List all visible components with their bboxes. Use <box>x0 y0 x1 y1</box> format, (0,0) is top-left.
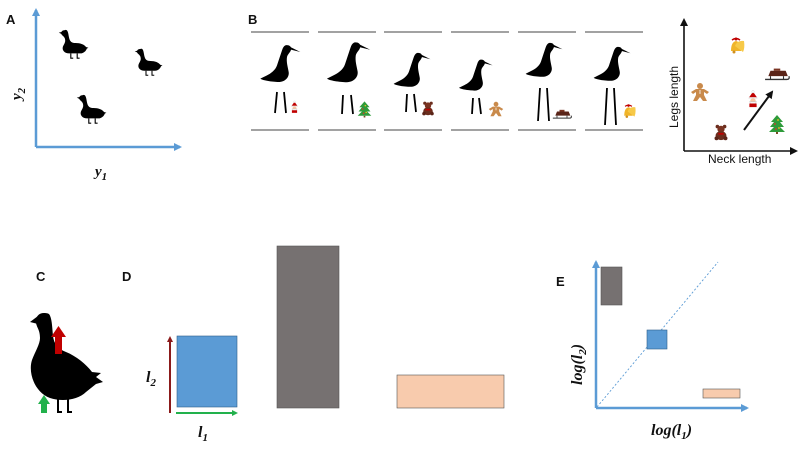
panel-a-label: A <box>6 12 16 27</box>
leg-arrow <box>38 395 50 413</box>
gingerbread-icon <box>488 101 504 117</box>
stilt-bird-icon <box>393 52 431 87</box>
stilt-bird-icon <box>593 46 631 81</box>
gray-rectangle <box>600 266 623 306</box>
stilt-bird-icon <box>260 45 301 82</box>
blue-rectangle <box>176 335 238 408</box>
stilt-bird-icon <box>327 42 371 83</box>
goose-icon <box>30 313 103 413</box>
sleigh-icon <box>764 67 790 81</box>
bird-card <box>518 31 576 131</box>
panel-e-label: E <box>556 274 565 289</box>
trend-arrow <box>743 90 774 131</box>
tree-icon <box>357 101 372 118</box>
panel-c: C <box>30 269 103 413</box>
bird-card <box>451 31 509 131</box>
l2-label: l2 <box>146 369 156 389</box>
panel-a-x-axis-label: y1 <box>93 164 107 183</box>
panel-e-x-label: log(l1) <box>651 422 692 442</box>
panel-d: D l2 l1 <box>122 245 505 444</box>
sleigh-icon <box>552 109 572 119</box>
bird-card <box>384 31 442 131</box>
neck-arrow <box>51 326 66 354</box>
stilt-bird-icon <box>525 42 563 77</box>
teddy-bear-icon <box>422 101 434 116</box>
panel-d-label: D <box>122 269 131 284</box>
scatter-y-label: Legs length <box>667 66 681 128</box>
goose-icon <box>134 48 164 76</box>
panel-a: A y1 y2 <box>6 8 182 183</box>
bell-icon <box>623 103 637 119</box>
santa-icon <box>290 100 299 114</box>
bird-card <box>585 31 643 131</box>
l1-label: l1 <box>198 424 208 444</box>
teddy-bear-icon <box>714 124 728 141</box>
panel-a-y-axis-label: y2 <box>9 87 28 102</box>
panel-b-label: B <box>248 12 257 27</box>
peach-rectangle <box>396 374 505 409</box>
panel-b-scatter: Neck length Legs length <box>667 18 798 166</box>
gray-rectangle <box>276 245 340 409</box>
bird-card <box>251 31 309 131</box>
panel-b: B <box>248 12 798 166</box>
bell-icon <box>730 36 746 55</box>
peach-rectangle <box>702 388 741 399</box>
bird-card <box>318 31 376 131</box>
blue-square <box>646 329 668 350</box>
goose-icon <box>58 29 90 59</box>
stilt-bird-icon <box>459 59 493 91</box>
panel-c-label: C <box>36 269 46 284</box>
panel-e-diagonal <box>596 261 719 408</box>
santa-icon <box>748 90 758 108</box>
panel-e-y-label: log(l2) <box>569 344 589 385</box>
tree-icon <box>769 115 785 134</box>
scatter-x-label: Neck length <box>708 152 771 166</box>
goose-icon <box>76 94 108 124</box>
panel-e: E log(l1) log(l2) <box>556 260 749 442</box>
gingerbread-icon <box>691 83 709 101</box>
